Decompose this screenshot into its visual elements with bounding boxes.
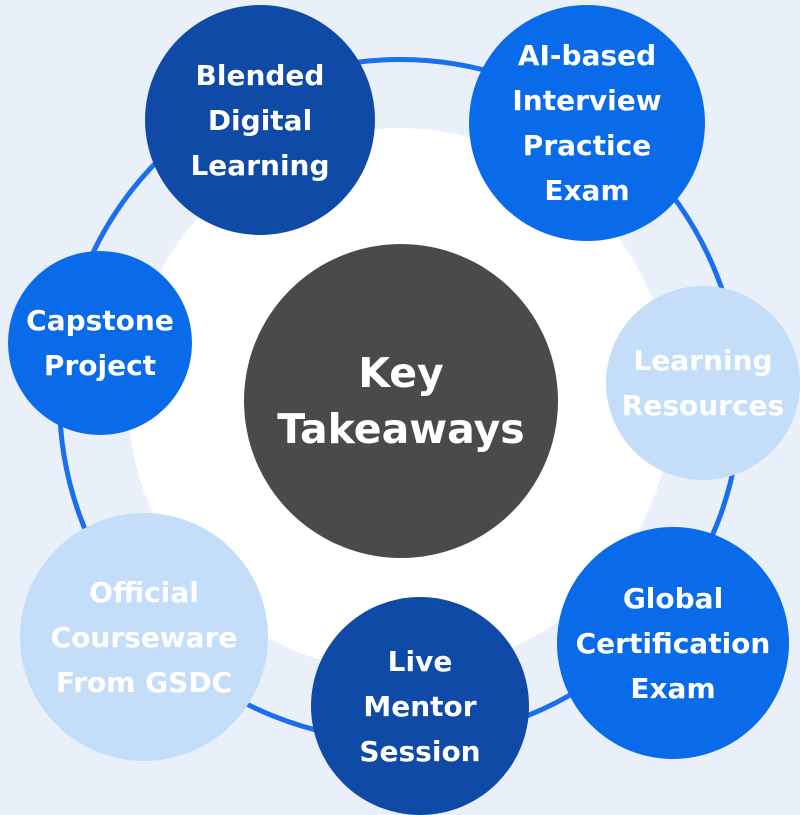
takeaway-label: Global Certification Exam <box>575 581 771 705</box>
takeaway-ai-interview-practice-exam: AI-based Interview Practice Exam <box>469 5 705 241</box>
takeaway-label: Capstone Project <box>26 304 174 382</box>
takeaway-capstone-project: Capstone Project <box>8 251 192 435</box>
takeaway-official-courseware: Official Courseware From GSDC <box>20 513 268 761</box>
center-key-takeaways: Key Takeaways <box>244 244 558 558</box>
takeaway-global-certification-exam: Global Certification Exam <box>557 527 789 759</box>
takeaway-learning-resources: Learning Resources <box>606 286 800 480</box>
takeaway-blended-digital-learning: Blended Digital Learning <box>145 5 375 235</box>
takeaway-live-mentor-session: Live Mentor Session <box>311 597 529 815</box>
takeaway-label: Blended Digital Learning <box>190 58 330 182</box>
takeaway-label: Live Mentor Session <box>359 644 481 768</box>
center-label: Key Takeaways <box>277 349 525 453</box>
takeaway-label: Learning Resources <box>621 344 785 422</box>
takeaway-label: AI-based Interview Practice Exam <box>512 39 662 207</box>
takeaway-label: Official Courseware From GSDC <box>50 575 238 699</box>
